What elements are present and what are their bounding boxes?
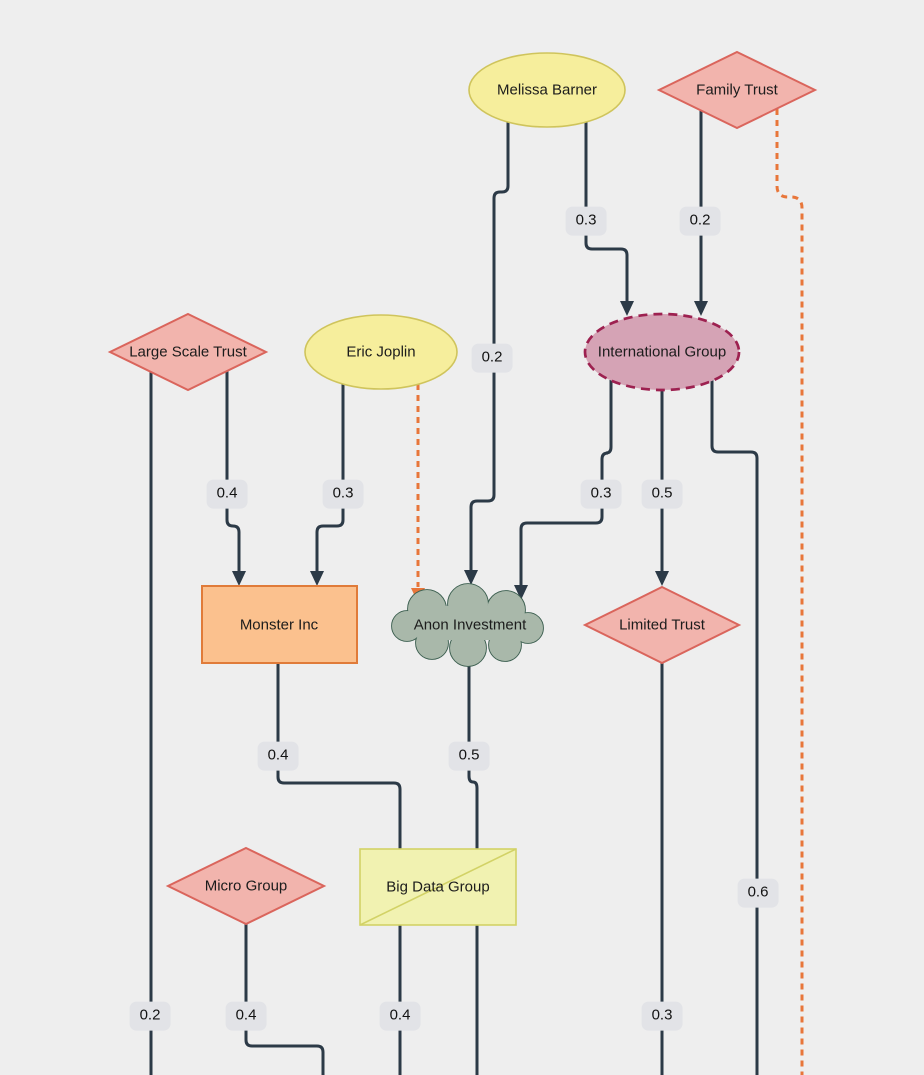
edge-international-offscreen [710, 380, 759, 1075]
node-monster-inc [201, 585, 358, 664]
node-eric-joplin [304, 314, 458, 390]
node-large-scale-trust [107, 312, 269, 392]
node-limited-trust [582, 585, 742, 665]
node-melissa-barner [468, 52, 626, 128]
arrowhead-into-international-left [620, 301, 634, 316]
arrowhead-into-monster-right [310, 571, 324, 586]
edge-family-dashed-offscreen [775, 109, 804, 1075]
node-anon-investment-fill [392, 584, 543, 666]
edge-largescale-monster [225, 371, 241, 572]
nodes-layer [107, 50, 818, 926]
node-big-data-group [359, 848, 517, 926]
arrowhead-into-monster-left [232, 571, 246, 586]
node-micro-group [165, 846, 327, 926]
arrowhead-into-anon-left [464, 570, 478, 585]
dashed-edges-layer [416, 109, 804, 1075]
arrowheads-layer [232, 301, 708, 600]
edge-international-anon [519, 380, 613, 586]
edge-melissa-international [584, 122, 629, 302]
edge-melissa-anon [469, 122, 510, 571]
node-international-group [583, 312, 741, 392]
arrowhead-into-international-right [694, 301, 708, 316]
edge-micro-offscreen [244, 924, 325, 1075]
edge-eric-monster [315, 384, 345, 572]
arrowhead-into-anon-right [514, 585, 528, 600]
arrowhead-into-limited [655, 571, 669, 586]
edge-monster-bigdata-offscreen [276, 663, 402, 1075]
edge-anon-bigdata-offscreen [467, 660, 479, 1075]
node-family-trust [656, 50, 818, 130]
